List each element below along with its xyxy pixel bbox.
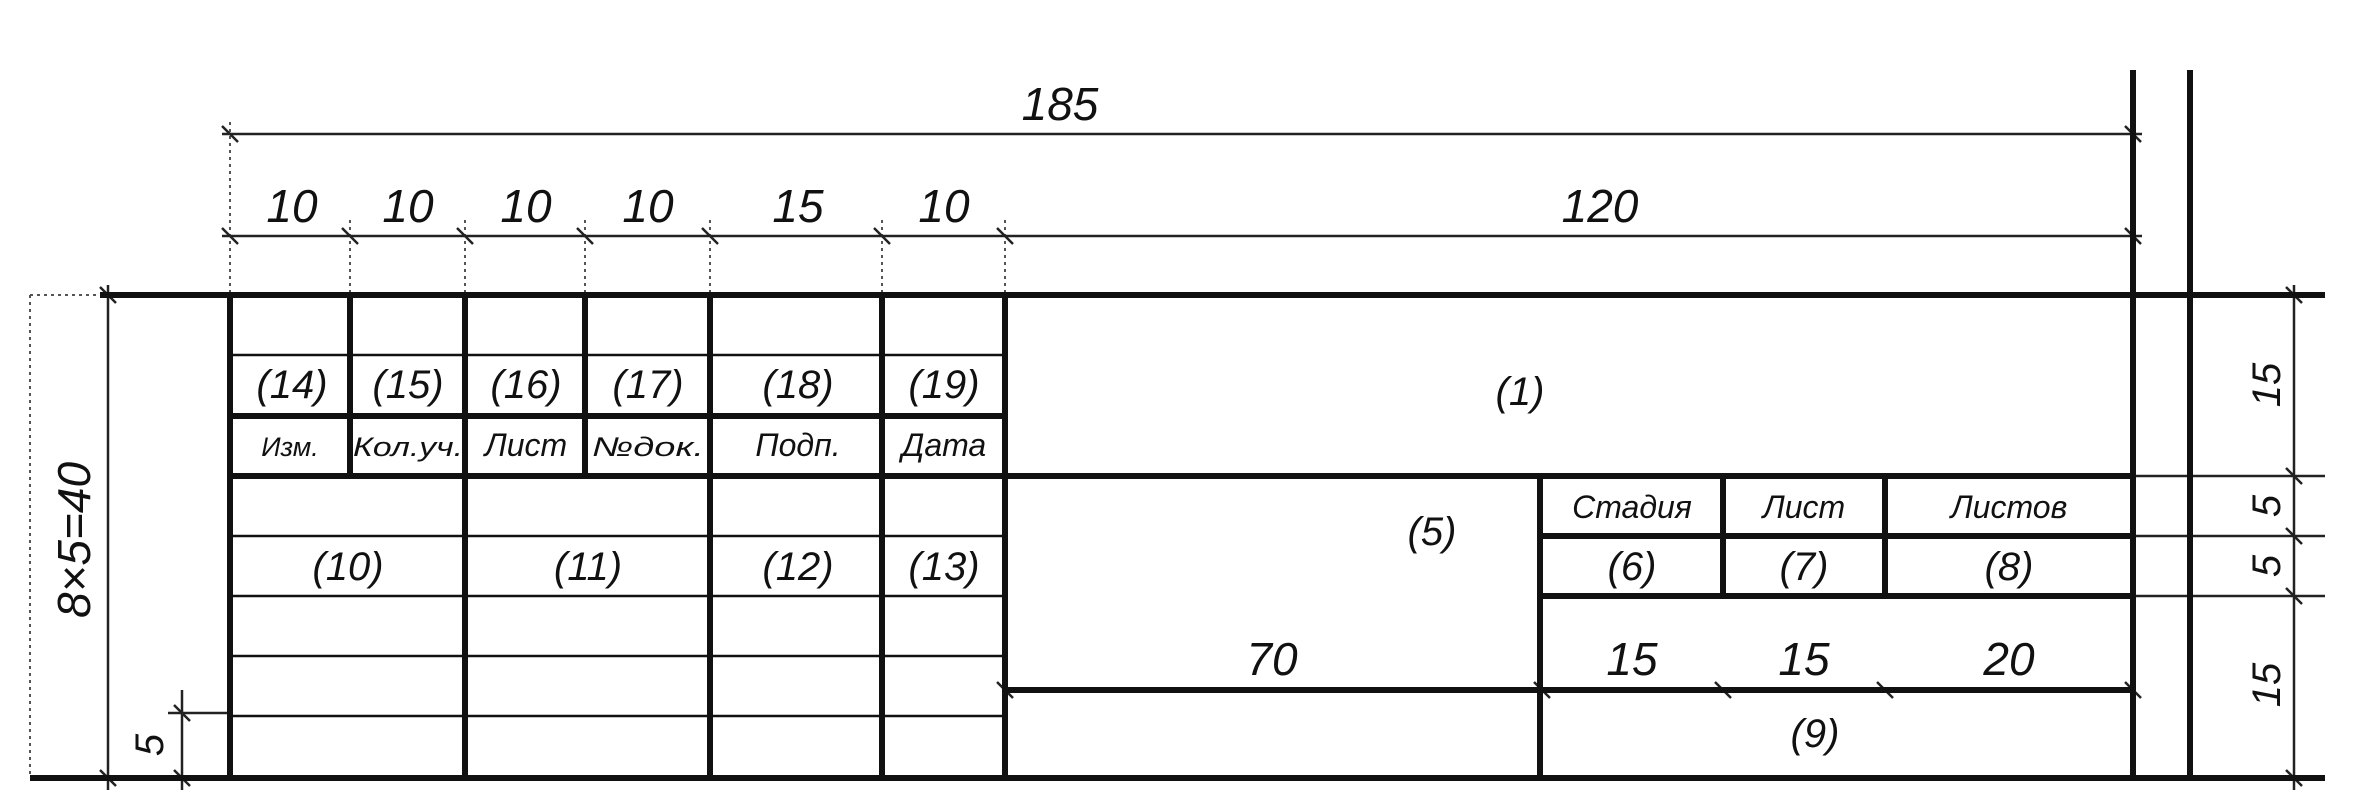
field-number-18: (18) [762,363,833,407]
dimension-total-height: 8×5=40 [48,462,100,618]
title-block-grid [30,292,2325,781]
dimension-right-3: 5 [2245,554,2289,577]
field-number-14: (14) [256,363,327,407]
header-label-ndok: №док. [592,432,704,462]
field-number-13: (13) [908,545,979,589]
dimension-right-4: 15 [2245,662,2289,707]
dimension-col-4: 10 [622,180,674,232]
dimension-col-7: 120 [1562,180,1639,232]
dimension-col-1: 10 [266,180,318,232]
field-number-10: (10) [312,545,383,589]
dimension-mid-20: 20 [1982,633,2035,685]
dimension-lines [99,125,2325,790]
header-label-izm: Изм. [261,432,319,462]
dimension-mid-15a: 15 [1606,633,1658,685]
header-label-kol-uch: Кол.уч. [353,432,463,462]
dimension-col-6: 10 [918,180,970,232]
dimension-col-2: 10 [382,180,434,232]
field-number-17: (17) [612,363,683,407]
dimension-col-5: 15 [772,180,824,232]
stage-header-list: Лист [1761,489,1845,525]
field-number-9: (9) [1791,712,1840,756]
dimension-row-height: 5 [128,733,172,756]
dimension-total-width: 185 [1022,78,1099,130]
stage-header-listov: Листов [1949,489,2068,525]
dimension-col-3: 10 [500,180,552,232]
dimension-mid-15b: 15 [1778,633,1830,685]
header-label-data: Дата [899,427,986,463]
header-label-list: Лист [483,427,567,463]
field-number-16: (16) [490,363,561,407]
field-number-8: (8) [1985,545,2034,589]
dimension-mid-70: 70 [1246,633,1298,685]
stage-header-stadiya: Стадия [1572,489,1692,525]
header-label-podp: Подп. [755,427,840,463]
field-number-15: (15) [372,363,443,407]
field-number-11: (11) [554,545,622,589]
field-number-5: (5) [1408,510,1457,554]
frame-border [2130,70,2193,778]
field-number-19: (19) [908,363,979,407]
field-number-12: (12) [762,545,833,589]
dimension-right-2: 5 [2245,494,2289,517]
dimension-right-1: 15 [2245,362,2289,407]
field-number-1: (1) [1496,370,1545,414]
field-number-7: (7) [1780,545,1829,589]
field-number-6: (6) [1608,545,1657,589]
